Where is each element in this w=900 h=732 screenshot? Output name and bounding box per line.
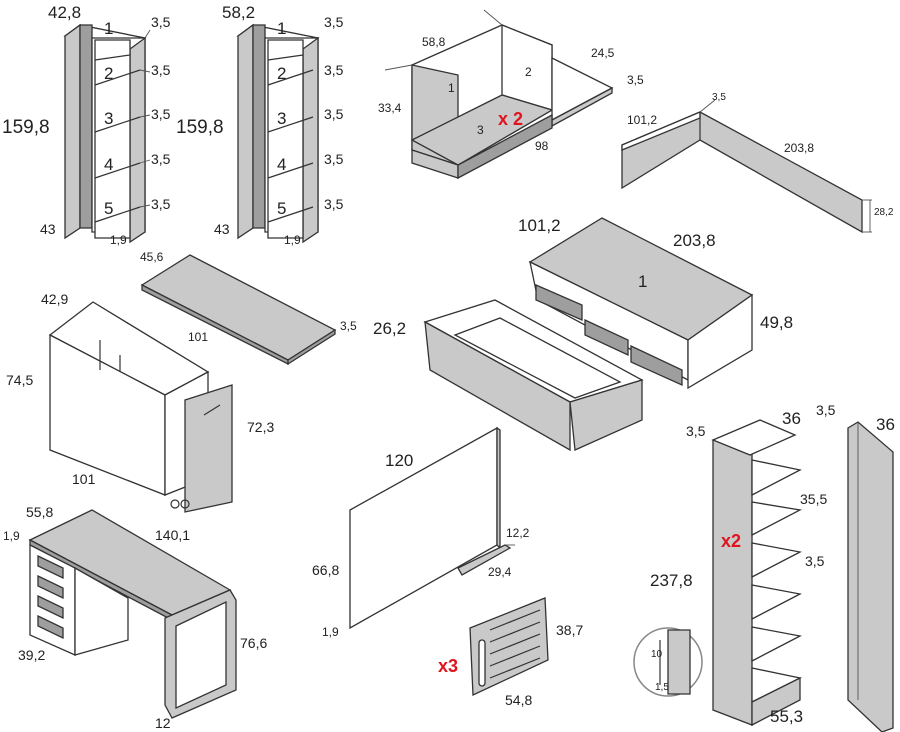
shelf-b-thickness-dim: 1,9 bbox=[284, 233, 301, 247]
tall-shelf-width-dim: 55,3 bbox=[770, 707, 804, 726]
rail-thickness-dim: 3,5 bbox=[712, 92, 726, 103]
cabinet-door-height-dim: 72,3 bbox=[247, 419, 275, 435]
panel-height-dim: 66,8 bbox=[312, 562, 340, 578]
door-height-dim: 38,7 bbox=[556, 622, 584, 638]
shelf-b-num-4: 4 bbox=[277, 155, 287, 174]
shelf-b-space-1: 3,5 bbox=[324, 14, 344, 30]
cabinet-length-dim: 101 bbox=[72, 471, 96, 487]
rail-height-dim: 101,2 bbox=[627, 113, 658, 127]
shelf-a-space-2: 3,5 bbox=[151, 62, 171, 78]
bed-part-label: 1 bbox=[638, 272, 648, 291]
tall-shelf bbox=[711, 419, 803, 727]
bookcase-a bbox=[63, 23, 151, 244]
bed-width-dim: 101,2 bbox=[518, 216, 561, 235]
door-width-dim: 54,8 bbox=[505, 692, 533, 708]
panel-width-dim: 120 bbox=[385, 451, 414, 470]
drawer-tray bbox=[423, 299, 644, 452]
drawer-height-dim: 26,2 bbox=[373, 319, 407, 338]
rail-length-dim: 203,8 bbox=[784, 141, 815, 155]
tall-shelf-space-2: 3,5 bbox=[805, 553, 825, 569]
box-multiplier: x 2 bbox=[498, 109, 524, 129]
shelf-b-top-dim: 58,2 bbox=[222, 3, 256, 22]
shelf-b-space-3: 3,5 bbox=[324, 106, 344, 122]
tall-shelf-depth-dim: 36 bbox=[782, 409, 801, 428]
desk-thickness-dim: 1,9 bbox=[3, 529, 20, 543]
shelf-b-num-3: 3 bbox=[277, 109, 287, 128]
panel-thickness-dim: 1,9 bbox=[322, 625, 339, 639]
shelf-a-num-2: 2 bbox=[104, 64, 114, 83]
door-multiplier: x3 bbox=[438, 656, 459, 676]
plank bbox=[140, 254, 337, 366]
box-width-dim: 58,8 bbox=[422, 35, 446, 49]
box-part-3: 3 bbox=[477, 123, 484, 137]
detail-dim-a: 10 bbox=[651, 649, 663, 660]
slatted-door bbox=[469, 597, 549, 697]
detail-circle bbox=[633, 627, 703, 697]
box-part-2: 2 bbox=[525, 65, 532, 79]
side-panel-depth-dim: 36 bbox=[876, 415, 895, 434]
box-height-dim: 33,4 bbox=[378, 101, 402, 115]
box-ext-width-dim: 24,5 bbox=[591, 46, 615, 60]
desk-height-dim: 76,6 bbox=[240, 635, 268, 651]
shelf-a-thickness-dim: 1,9 bbox=[110, 233, 127, 247]
shelf-a-num-3: 3 bbox=[104, 109, 114, 128]
shelf-b-height-dim: 159,8 bbox=[176, 117, 224, 138]
rail-end-dim: 28,2 bbox=[874, 207, 894, 218]
box-ext-thickness-dim: 3,5 bbox=[627, 73, 644, 87]
bookcase-b bbox=[236, 23, 320, 244]
bed-drawers bbox=[528, 217, 754, 390]
wall-panel bbox=[349, 426, 515, 630]
corner-box bbox=[384, 9, 614, 180]
tall-shelf-thickness-dim: 3,5 bbox=[686, 423, 706, 439]
shelf-a-num-4: 4 bbox=[104, 155, 114, 174]
desk bbox=[28, 509, 237, 719]
shelf-b-space-5: 3,5 bbox=[324, 196, 344, 212]
shelf-b-num-5: 5 bbox=[277, 199, 287, 218]
cabinet-height-dim: 74,5 bbox=[6, 372, 34, 388]
desk-pedestal-dim: 39,2 bbox=[18, 647, 46, 663]
detail-dim-b: 1,5 bbox=[655, 682, 669, 693]
cabinet bbox=[48, 301, 233, 513]
shelf-a-num-1: 1 bbox=[104, 19, 114, 38]
shelf-a-space-5: 3,5 bbox=[151, 196, 171, 212]
foot-height-dim: 12,2 bbox=[506, 526, 530, 540]
foot-length-dim: 29,4 bbox=[488, 565, 512, 579]
shelf-b-space-2: 3,5 bbox=[324, 62, 344, 78]
side-panel-thickness-dim: 3,5 bbox=[816, 402, 836, 418]
tall-shelf-height-dim: 237,8 bbox=[650, 571, 693, 590]
desk-length-dim: 140,1 bbox=[155, 527, 191, 543]
shelf-a-height-dim: 159,8 bbox=[2, 117, 50, 138]
shelf-a-num-5: 5 bbox=[104, 199, 114, 218]
shelf-b-space-4: 3,5 bbox=[324, 151, 344, 167]
box-part-1: 1 bbox=[448, 81, 455, 95]
box-length-dim: 98 bbox=[535, 139, 549, 153]
shelf-a-top-dim: 42,8 bbox=[48, 3, 82, 22]
plank-width-dim: 45,6 bbox=[140, 250, 164, 264]
shelf-b-num-2: 2 bbox=[277, 64, 287, 83]
tall-shelf-space-1: 35,5 bbox=[800, 491, 828, 507]
cabinet-width-dim: 42,9 bbox=[41, 291, 69, 307]
plank-thickness-dim: 3,5 bbox=[340, 319, 357, 333]
desk-leg-dim: 12 bbox=[155, 715, 171, 731]
desk-width-dim: 55,8 bbox=[26, 504, 54, 520]
bed-height-dim: 49,8 bbox=[760, 313, 794, 332]
shelf-a-space-1: 3,5 bbox=[151, 14, 171, 30]
shelf-a-depth-dim: 43 bbox=[40, 221, 56, 237]
shelf-a-space-4: 3,5 bbox=[151, 151, 171, 167]
shelf-b-depth-dim: 43 bbox=[214, 221, 230, 237]
shelf-a-space-3: 3,5 bbox=[151, 106, 171, 122]
plank-length-dim: 101 bbox=[188, 330, 209, 344]
side-panel bbox=[847, 421, 894, 732]
bed-length-dim: 203,8 bbox=[673, 231, 716, 250]
tall-shelf-multiplier: x2 bbox=[721, 531, 742, 551]
shelf-b-num-1: 1 bbox=[277, 19, 287, 38]
rail-panel bbox=[621, 99, 872, 234]
